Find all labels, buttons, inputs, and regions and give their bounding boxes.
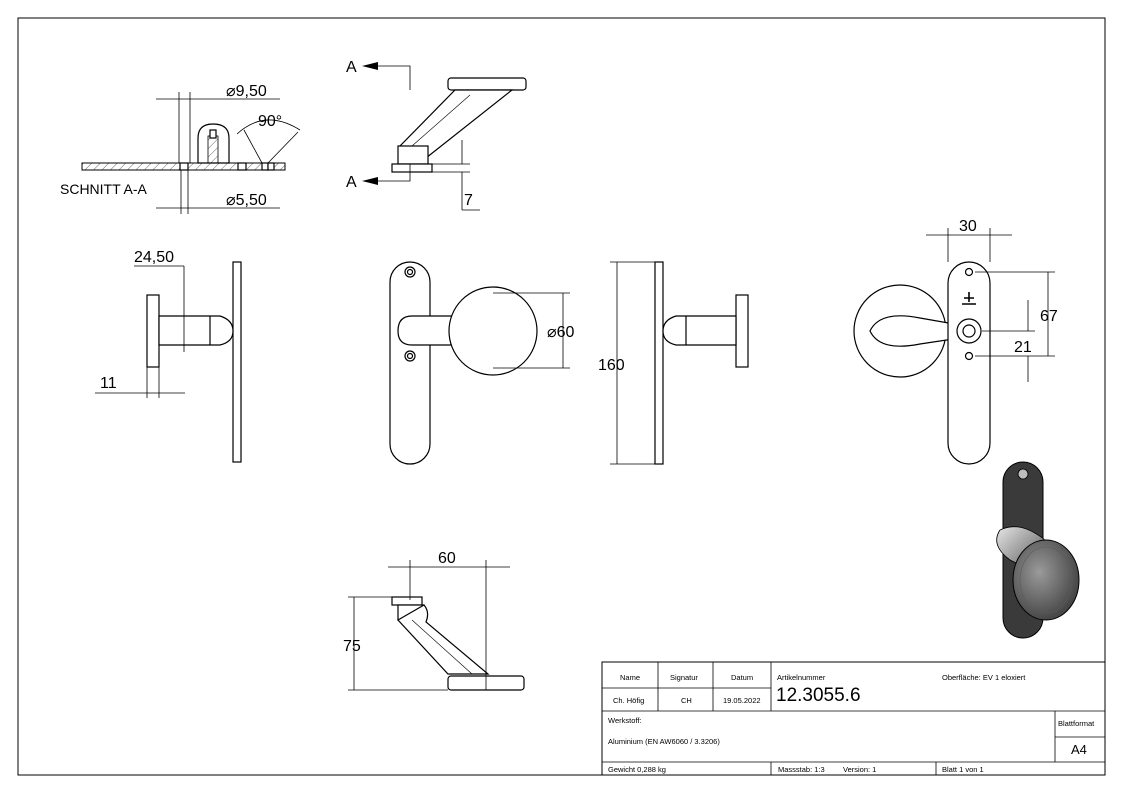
front-view-knob-side: [389, 261, 570, 465]
tb-datum-header: Datum: [731, 673, 753, 682]
section-marker-top: A: [346, 59, 357, 76]
section-view-a-a: [81, 92, 301, 214]
bottom-view: [348, 560, 525, 691]
right-side-view: [610, 261, 749, 465]
dim-75: 75: [343, 638, 361, 655]
tb-massstab: Massstab: 1:3: [778, 765, 825, 774]
dim-7: 7: [464, 192, 473, 209]
tb-artikel-header: Artikelnummer: [777, 673, 826, 682]
dim-30: 30: [959, 218, 977, 235]
tb-signatur-value: CH: [681, 696, 692, 705]
tb-artikel-value: 12.3055.6: [776, 685, 861, 706]
dim-21: 21: [1014, 339, 1032, 356]
tb-werkstoff-value: Aluminium (EN AW6060 / 3.3206): [608, 737, 720, 746]
dim-diameter-9-50: ⌀9,50: [226, 83, 267, 100]
dim-24-50: 24,50: [134, 249, 174, 266]
isometric-render: [996, 461, 1080, 639]
tb-version: Version: 1: [843, 765, 876, 774]
title-block: [601, 661, 1106, 776]
section-label: SCHNITT A-A: [60, 181, 148, 197]
tb-blattformat-label: Blattformat: [1058, 719, 1095, 728]
section-marker-bottom: A: [346, 174, 357, 191]
sheet-border: [17, 17, 1106, 776]
top-view: [362, 62, 527, 211]
dim-diameter-5-50: ⌀5,50: [226, 192, 267, 209]
dim-60-bottom: 60: [438, 550, 456, 567]
dim-diameter-60: ⌀60: [547, 324, 575, 341]
tb-blatt: Blatt 1 von 1: [942, 765, 984, 774]
dim-160: 160: [598, 357, 625, 374]
tb-name-header: Name: [620, 673, 640, 682]
dim-11: 11: [100, 375, 117, 392]
tb-oberflaeche: Oberfläche: EV 1 eloxiert: [942, 673, 1026, 682]
left-side-view: [95, 261, 242, 463]
tb-signatur-header: Signatur: [670, 673, 698, 682]
tb-datum-value: 19.05.2022: [723, 696, 761, 705]
tb-gewicht: Gewicht 0,288 kg: [608, 765, 666, 774]
dim-angle-90: 90°: [258, 113, 282, 130]
rear-view-lock-side: [853, 228, 1055, 465]
tb-blattformat-value: A4: [1071, 742, 1087, 757]
tb-name-value: Ch. Höfig: [613, 696, 644, 705]
dim-67: 67: [1040, 308, 1058, 325]
tb-werkstoff-label: Werkstoff:: [608, 716, 641, 725]
